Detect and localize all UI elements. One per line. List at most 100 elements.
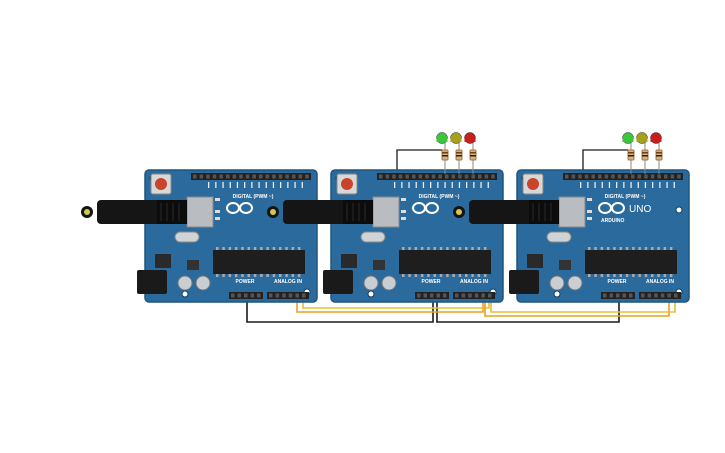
header-pin bbox=[584, 174, 589, 179]
analog-header bbox=[639, 292, 681, 299]
chip-pin bbox=[625, 247, 629, 250]
green-led-base bbox=[436, 138, 448, 142]
chip-pin bbox=[420, 274, 424, 277]
header-pin bbox=[624, 174, 628, 179]
header-pin bbox=[298, 174, 303, 179]
digital-header bbox=[563, 173, 683, 180]
chip-pin bbox=[446, 247, 449, 250]
header-pin bbox=[468, 293, 472, 298]
usb-cable-end-inner bbox=[270, 209, 276, 215]
header-pin bbox=[392, 174, 396, 179]
header-pin bbox=[677, 174, 681, 179]
chip-pin bbox=[465, 274, 468, 277]
chip-pin bbox=[651, 247, 654, 250]
chip-pin bbox=[222, 247, 225, 250]
chip-pin bbox=[471, 274, 474, 277]
mounting-hole bbox=[367, 290, 375, 298]
pin-label-mark bbox=[437, 182, 439, 188]
header-pin bbox=[257, 293, 261, 298]
chip-pin bbox=[272, 274, 276, 277]
yellow-led-base bbox=[636, 138, 648, 142]
header-pin bbox=[226, 174, 230, 179]
header-pin bbox=[237, 293, 241, 298]
chip-pin bbox=[606, 247, 610, 250]
chip-pin bbox=[408, 247, 411, 250]
usb-plug-grip bbox=[343, 200, 373, 224]
led-l bbox=[401, 198, 406, 201]
pin-label-mark bbox=[644, 182, 647, 188]
header-pin bbox=[292, 174, 296, 179]
pin-label-mark bbox=[265, 182, 267, 188]
voltage-regulator bbox=[527, 254, 543, 268]
pin-label-mark bbox=[208, 182, 210, 188]
wire-gnd-1-2 bbox=[246, 299, 434, 323]
reset-button[interactable] bbox=[527, 178, 539, 190]
header-pin bbox=[285, 174, 289, 179]
header-pin bbox=[418, 174, 423, 179]
usb-cable[interactable] bbox=[267, 196, 400, 228]
chip-pin bbox=[272, 247, 276, 250]
small-chip bbox=[187, 260, 199, 270]
reset-button[interactable] bbox=[155, 178, 167, 190]
analog-label: ANALOG IN bbox=[274, 279, 302, 285]
usb-cable[interactable] bbox=[453, 196, 586, 228]
chip-pin bbox=[452, 274, 455, 277]
header-pin bbox=[660, 293, 665, 298]
chip-pin bbox=[297, 247, 301, 250]
pin-label-mark bbox=[401, 182, 403, 188]
resistor-band bbox=[456, 152, 462, 154]
header-pin bbox=[430, 293, 434, 298]
header-pin bbox=[431, 174, 436, 179]
chip-pin bbox=[285, 274, 288, 277]
header-pin bbox=[278, 174, 283, 179]
pin-label-mark bbox=[601, 182, 603, 188]
chip-pin bbox=[216, 247, 219, 250]
mounting-hole bbox=[181, 290, 189, 298]
chip-pin bbox=[477, 247, 481, 250]
header-pin bbox=[650, 174, 655, 179]
chip-pin bbox=[588, 274, 591, 277]
pin-label-mark bbox=[473, 182, 475, 188]
pin-label-mark bbox=[222, 182, 224, 188]
header-pin bbox=[484, 174, 489, 179]
pin-label-mark bbox=[451, 182, 453, 188]
pin-label-mark bbox=[244, 182, 246, 188]
header-pin bbox=[252, 174, 256, 179]
header-pin bbox=[471, 174, 475, 179]
chip-pin bbox=[216, 274, 219, 277]
usb-cable-end-inner bbox=[456, 209, 462, 215]
voltage-regulator bbox=[341, 254, 357, 268]
chip-pin bbox=[266, 247, 269, 250]
small-chip bbox=[373, 260, 385, 270]
chip-pin bbox=[657, 247, 660, 250]
wire-gnd-2-3 bbox=[436, 299, 620, 323]
reset-button[interactable] bbox=[341, 178, 353, 190]
wire-sda-1-2 bbox=[296, 299, 484, 313]
header-pin bbox=[631, 174, 635, 179]
power-label: POWER bbox=[608, 279, 627, 285]
chip-pin bbox=[247, 247, 250, 250]
chip-pin bbox=[433, 274, 436, 277]
chip-pin bbox=[408, 274, 411, 277]
red-led-base bbox=[650, 138, 662, 142]
header-pin bbox=[385, 174, 390, 179]
header-pin bbox=[244, 293, 248, 298]
header-pin bbox=[193, 174, 197, 179]
atmega-chip bbox=[585, 250, 677, 274]
pin-label-mark bbox=[236, 182, 239, 188]
usb-cable[interactable] bbox=[81, 196, 214, 228]
chip-pin bbox=[625, 274, 629, 277]
resistor-band bbox=[470, 152, 476, 154]
resistor-band bbox=[456, 155, 462, 157]
header-pin bbox=[443, 293, 447, 298]
header-pin bbox=[212, 174, 217, 179]
header-pin bbox=[232, 174, 237, 179]
header-pin bbox=[616, 293, 620, 298]
chip-pin bbox=[458, 274, 462, 277]
resistor-band bbox=[642, 155, 648, 157]
header-pin bbox=[451, 174, 456, 179]
header-pin bbox=[603, 293, 607, 298]
pin-label-mark bbox=[480, 182, 482, 188]
